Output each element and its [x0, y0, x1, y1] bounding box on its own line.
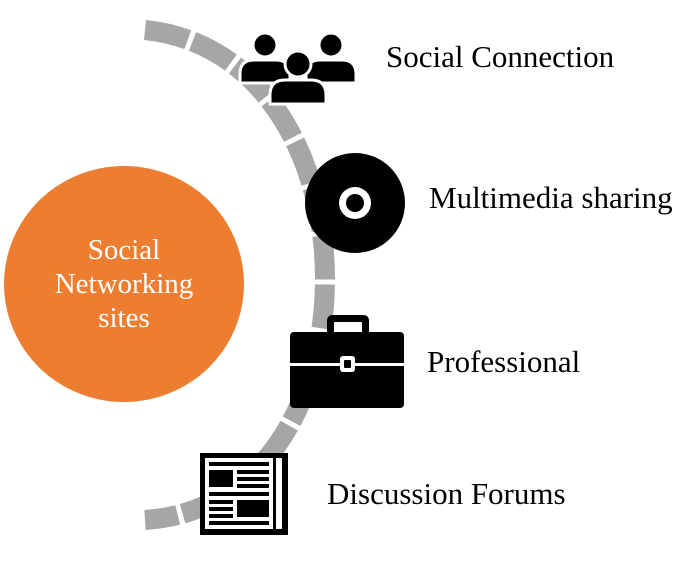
disc-icon: [305, 153, 405, 253]
label-discussion-forums: Discussion Forums: [327, 476, 566, 511]
briefcase-icon: [290, 315, 404, 408]
label-social-connection: Social Connection: [386, 39, 615, 74]
label-multimedia-sharing: Multimedia sharing: [429, 180, 673, 215]
center-circle: Social Networking sites: [4, 166, 244, 402]
newspaper-icon: [200, 453, 288, 535]
center-label: Social Networking sites: [54, 234, 194, 334]
label-professional: Professional: [427, 344, 581, 379]
people-group-icon: [238, 31, 358, 106]
